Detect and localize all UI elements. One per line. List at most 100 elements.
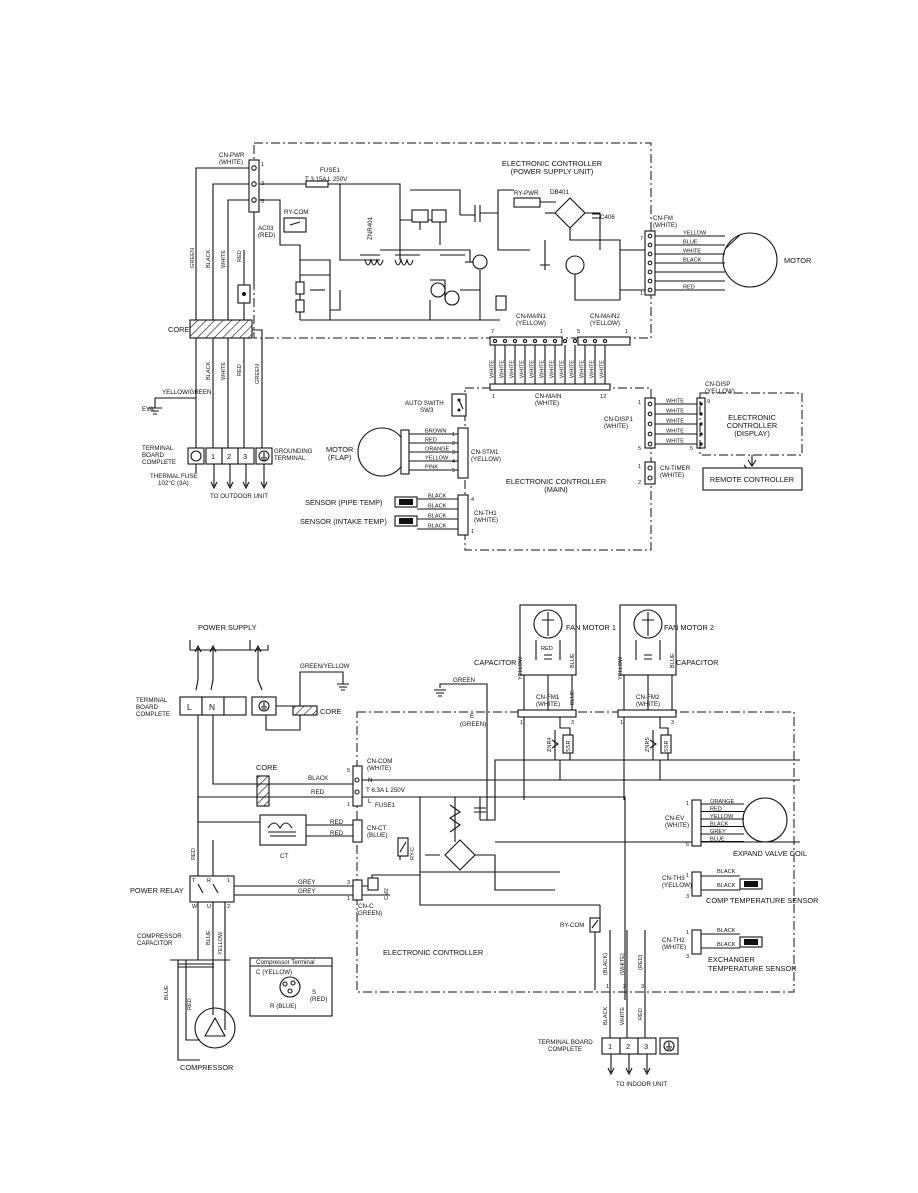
cn-disp-color: (YELLOW) <box>705 388 735 395</box>
flap-motor <box>357 427 407 477</box>
svg-text:RED: RED <box>311 789 325 796</box>
svg-text:CT: CT <box>280 853 288 860</box>
svg-text:5: 5 <box>690 446 693 452</box>
flap-motor-label: MOTOR <box>326 445 353 454</box>
svg-text:5: 5 <box>347 768 350 774</box>
svg-text:CN-FM1: CN-FM1 <box>536 694 560 701</box>
svg-text:CN-FM2: CN-FM2 <box>636 694 660 701</box>
indoor-unit-diagram: ELECTRONIC CONTROLLER (POWER SUPPLY UNIT… <box>142 142 811 551</box>
svg-text:CORE: CORE <box>256 763 277 772</box>
svg-text:COMPRESSOR: COMPRESSOR <box>180 1063 233 1072</box>
svg-text:ELECTRONIC: ELECTRONIC <box>728 413 776 422</box>
svg-text:1: 1 <box>347 896 350 902</box>
svg-text:FUSE1: FUSE1 <box>375 802 396 809</box>
display-wire-label: WHITE <box>666 399 684 405</box>
svg-text:1: 1 <box>638 464 641 470</box>
fan-motor-wire-label: WHITE <box>683 249 701 255</box>
svg-text:1: 1 <box>227 878 230 884</box>
auto-switch[interactable] <box>451 393 467 417</box>
cn-ev-connector <box>691 799 702 847</box>
svg-text:BLACK: BLACK <box>308 775 329 782</box>
svg-text:2: 2 <box>638 480 641 486</box>
cn-main1-label: CN-MAIN1 <box>516 313 546 320</box>
display-wire-label: WHITE <box>666 429 684 435</box>
grounding-terminal-label-1: GROUNDING <box>274 448 313 455</box>
svg-text:BLACK: BLACK <box>717 942 736 948</box>
svg-text:(YELLOW): (YELLOW) <box>662 882 692 889</box>
sensor-wire-label: BLACK <box>428 524 447 530</box>
cn-main-wire-label: WHITE <box>540 360 546 378</box>
svg-text:(DISPLAY): (DISPLAY) <box>734 429 770 438</box>
fan-motor-wire-label: BLACK <box>683 258 702 264</box>
svg-text:COMPRESSOR: COMPRESSOR <box>137 933 182 940</box>
svg-text:3: 3 <box>671 720 674 726</box>
sw3-label: SW3 <box>420 407 434 414</box>
svg-text:CN-COM: CN-COM <box>367 758 392 765</box>
cn-fm-pin-7: 7 <box>640 236 643 242</box>
expand-valve-coil <box>742 797 788 843</box>
svg-text:CONTROLLER: CONTROLLER <box>727 421 778 430</box>
display-wire-label: WHITE <box>666 419 684 425</box>
cn-main-wire-label: WHITE <box>490 360 496 378</box>
svg-text:E: E <box>470 713 474 720</box>
svg-text:CN-TH3: CN-TH3 <box>662 875 685 882</box>
ry-pwr-label: RY-PWR <box>514 190 539 197</box>
flap-motor-pin: 5 <box>452 468 455 474</box>
svg-text:R: R <box>207 878 211 884</box>
svg-text:COMPLETE: COMPLETE <box>548 1046 582 1053</box>
cn-main-wire-label: WHITE <box>530 360 536 378</box>
expand-valve-wire-label: GREY <box>710 829 726 835</box>
svg-text:2: 2 <box>227 904 230 910</box>
svg-text:RY-COM: RY-COM <box>560 922 584 929</box>
cn-c-connector <box>352 879 363 901</box>
cn-fm-pin-1: 1 <box>640 291 643 297</box>
svg-text:CAPACITOR: CAPACITOR <box>137 940 173 947</box>
outdoor-unit-diagram: ELECTRONIC CONTROLLER POWER SUPPLY TERMI… <box>130 604 819 1088</box>
to-outdoor-label: TO OUTDOOR UNIT <box>210 493 268 500</box>
svg-text:CORE: CORE <box>320 707 341 716</box>
ry-com-label: RY-COM <box>284 209 308 216</box>
tb-label-1: TERMINAL <box>142 445 174 452</box>
cn-fm2-connector <box>617 709 677 718</box>
svg-text:3: 3 <box>571 720 574 726</box>
flap-motor-pin: 3 <box>452 450 455 456</box>
svg-text:ZNR4: ZNR4 <box>547 737 553 752</box>
svg-text:RED: RED <box>191 848 197 860</box>
flap-motor-wire-label: PINK <box>425 465 438 471</box>
svg-text:5: 5 <box>638 446 641 452</box>
bridge-rectifier <box>425 839 476 871</box>
svg-text:YELLOW: YELLOW <box>218 931 224 955</box>
core-black-label: BLACK <box>206 361 212 380</box>
core-ferrite <box>189 319 253 339</box>
svg-text:CN-CT: CN-CT <box>367 825 386 832</box>
green-yellow-label: GREEN/YELLOW <box>300 663 350 670</box>
svg-text:FAN MOTOR 1: FAN MOTOR 1 <box>566 623 616 632</box>
cn-main-wire-label: WHITE <box>510 360 516 378</box>
svg-text:EXCHANGER: EXCHANGER <box>708 955 755 964</box>
cn-main1-connector <box>489 336 563 346</box>
svg-text:1: 1 <box>638 400 641 406</box>
svg-text:6: 6 <box>686 842 689 848</box>
fan-motor-2: FAN MOTOR 2 YELLOW BLUE <box>618 604 714 680</box>
sensor-wire-label: BLACK <box>428 494 447 500</box>
wire-white-label: WHITE <box>221 250 227 268</box>
svg-text:SSR: SSR <box>664 740 670 752</box>
fan-motor-wire-label: BLUE <box>683 240 698 246</box>
flap-motor-pin: 2 <box>452 441 455 447</box>
flap-motor-pin: 4 <box>452 459 455 465</box>
svg-text:(GREEN): (GREEN) <box>356 910 382 917</box>
core-top <box>292 705 318 716</box>
svg-text:1: 1 <box>261 162 264 168</box>
svg-text:RED: RED <box>330 819 344 826</box>
sensor-intake-label: SENSOR (INTAKE TEMP) <box>300 517 387 526</box>
cn-main-wire-label: WHITE <box>570 360 576 378</box>
fuse-rating: T 6.3A L 250V <box>366 787 406 794</box>
expand-valve-wire-label: RED <box>710 806 722 812</box>
expand-valve-wire-label: BLACK <box>710 821 729 827</box>
svg-text:1: 1 <box>560 329 563 335</box>
cn-main-wire-label: WHITE <box>520 360 526 378</box>
thermal-fuse-symbol <box>190 450 202 462</box>
cn-th1-color: (WHITE) <box>474 517 498 524</box>
